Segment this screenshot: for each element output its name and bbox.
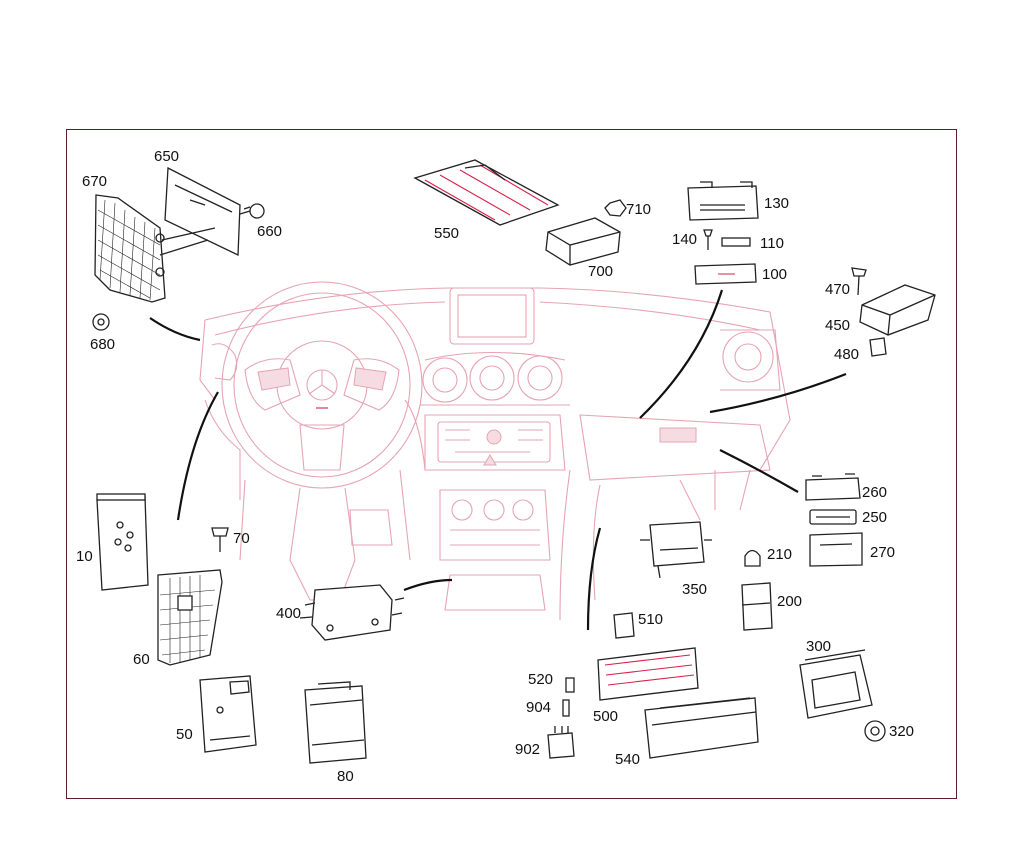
part-140-screw xyxy=(703,229,713,250)
label-300: 300 xyxy=(806,638,831,655)
part-80-module xyxy=(304,681,367,764)
label-400: 400 xyxy=(276,605,301,622)
part-270-cover xyxy=(809,532,863,567)
part-350-module xyxy=(640,521,712,579)
label-660: 660 xyxy=(257,223,282,240)
part-210-cap xyxy=(744,549,761,567)
diagram-frame xyxy=(66,129,957,799)
part-110-trim xyxy=(721,237,751,247)
part-550-mat xyxy=(413,159,560,226)
label-70: 70 xyxy=(233,530,250,547)
label-140: 140 xyxy=(672,231,697,248)
part-670-bracket xyxy=(94,194,166,303)
label-902: 902 xyxy=(515,741,540,758)
dashboard-illustration xyxy=(199,281,791,621)
label-100: 100 xyxy=(762,266,787,283)
label-250: 250 xyxy=(862,509,887,526)
part-660-screw xyxy=(239,203,265,219)
label-540: 540 xyxy=(615,751,640,768)
label-210: 210 xyxy=(767,546,792,563)
part-450-module xyxy=(859,284,936,336)
part-510-relay xyxy=(613,612,635,639)
part-904-fuse xyxy=(562,699,570,717)
part-480-clip xyxy=(869,337,887,357)
label-510: 510 xyxy=(638,611,663,628)
label-10: 10 xyxy=(76,548,93,565)
label-710: 710 xyxy=(626,201,651,218)
label-904: 904 xyxy=(526,699,551,716)
arrows xyxy=(149,289,847,631)
part-10-module xyxy=(96,493,149,591)
part-710-nut xyxy=(604,199,627,217)
part-500-fusebox xyxy=(597,647,699,701)
part-100-panel xyxy=(694,263,757,285)
part-50-module xyxy=(199,675,257,753)
part-200-switch xyxy=(741,582,773,631)
label-110: 110 xyxy=(760,235,784,252)
part-700-module xyxy=(545,217,621,266)
label-680: 680 xyxy=(90,336,115,353)
label-50: 50 xyxy=(176,726,193,743)
part-250-trim xyxy=(809,509,857,525)
part-520-fuse xyxy=(565,677,575,693)
label-650: 650 xyxy=(154,148,179,165)
label-480: 480 xyxy=(834,346,859,363)
label-700: 700 xyxy=(588,263,613,280)
label-200: 200 xyxy=(777,593,802,610)
label-130: 130 xyxy=(764,195,789,212)
label-550: 550 xyxy=(434,225,459,242)
part-470-screw xyxy=(851,267,867,296)
label-470: 470 xyxy=(825,281,850,298)
label-500: 500 xyxy=(593,708,618,725)
part-130-switch xyxy=(687,181,759,221)
label-270: 270 xyxy=(870,544,895,561)
label-350: 350 xyxy=(682,581,707,598)
part-400-module xyxy=(299,584,405,641)
part-540-fusebox xyxy=(644,697,759,759)
part-650-module xyxy=(159,166,241,257)
part-260-switch xyxy=(805,473,861,501)
part-320-nut xyxy=(864,720,886,742)
part-680-nut xyxy=(92,313,110,331)
label-260: 260 xyxy=(862,484,887,501)
part-60-bracket xyxy=(157,569,223,666)
part-70-bolt xyxy=(211,527,229,552)
label-320: 320 xyxy=(889,723,914,740)
part-902-fuse xyxy=(547,726,575,759)
label-520: 520 xyxy=(528,671,553,688)
label-80: 80 xyxy=(337,768,354,785)
label-670: 670 xyxy=(82,173,107,190)
label-450: 450 xyxy=(825,317,850,334)
part-labels: 650 670 660 680 550 710 700 130 140 110 … xyxy=(76,148,914,785)
label-60: 60 xyxy=(133,651,150,668)
part-300-module xyxy=(799,649,873,719)
